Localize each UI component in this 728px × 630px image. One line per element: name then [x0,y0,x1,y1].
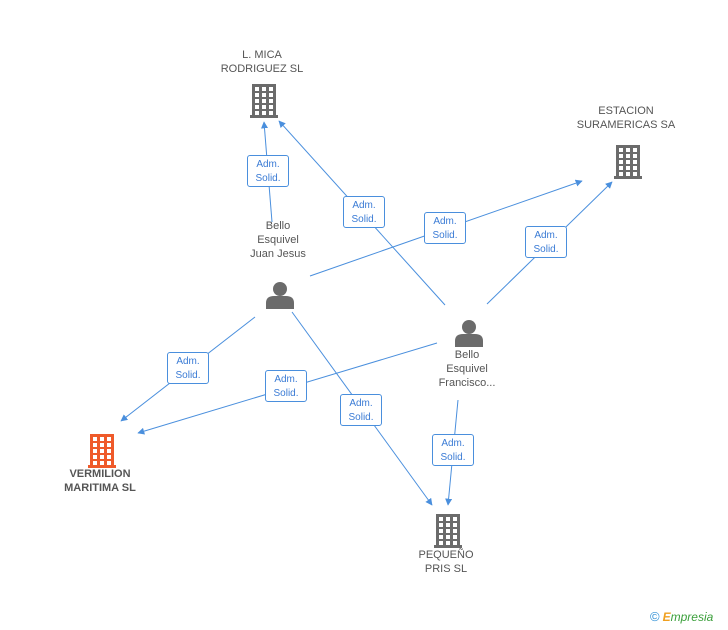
brand-name: mpresia [670,610,714,624]
estacion-label[interactable]: ESTACION SURAMERICAS SA [566,104,686,132]
edge-label-line: Adm. [176,356,200,367]
edge-label-line: Solid. [175,370,201,381]
edge-label-line: Adm. [441,438,465,449]
mica-label-line: RODRIGUEZ SL [220,63,304,75]
edge-label-line: Adm. [256,159,280,170]
edge-label-francisco-to-vermilion[interactable]: Adm. Solid. [265,370,307,402]
edge-label-juan-to-pequeno[interactable]: Adm. Solid. [340,394,382,426]
estacion-label-line: SURAMERICAS SA [576,119,676,131]
edge-label-line: Solid. [351,214,377,225]
edge-label-line: Solid. [348,412,374,423]
juan-label-line: Bello [265,220,291,232]
vermilion-label-line: MARITIMA SL [64,482,136,494]
edge-label-francisco-to-estacion[interactable]: Adm. Solid. [525,226,567,258]
edge-label-juan-to-estacion[interactable]: Adm. Solid. [424,212,466,244]
pequeno-label-line: PRIS SL [424,563,468,575]
estacion-label-line: ESTACION [598,105,654,117]
brand-initial: E [662,610,671,624]
footer-credit: ©Empresia [650,609,713,624]
edge-label-line: Solid. [432,230,458,241]
francisco-label-line: Esquivel [446,363,488,375]
edge-label-francisco-to-pequeno[interactable]: Adm. Solid. [432,434,474,466]
vermilion-label[interactable]: VERMILION MARITIMA SL [45,467,155,495]
edge-label-line: Solid. [533,244,559,255]
juan-person-icon[interactable] [266,282,294,309]
pequeno-label[interactable]: PEQUEÑO PRIS SL [401,548,491,576]
estacion-building-icon[interactable] [614,145,642,179]
juan-label-line: Esquivel [257,234,299,246]
vermilion-label-line: VERMILION [69,468,131,480]
copyright-symbol: © [650,609,660,624]
edge-label-francisco-to-mica[interactable]: Adm. Solid. [343,196,385,228]
edge-label-juan-to-vermilion[interactable]: Adm. Solid. [167,352,209,384]
edge-label-line: Adm. [274,374,298,385]
edge-label-line: Adm. [349,398,373,409]
mica-label-line: L. MICA [242,49,282,61]
edge-label-line: Adm. [433,216,457,227]
mica-building-icon[interactable] [250,84,278,118]
vermilion-building-icon[interactable] [88,434,116,468]
edge-label-line: Adm. [352,200,376,211]
edge-label-line: Solid. [273,388,299,399]
francisco-person-icon[interactable] [455,320,483,347]
pequeno-building-icon[interactable] [434,514,462,548]
mica-label[interactable]: L. MICA RODRIGUEZ SL [207,48,317,76]
francisco-label-line: Bello [454,349,480,361]
edge-label-line: Adm. [534,230,558,241]
edge-label-line: Solid. [440,452,466,463]
pequeno-label-line: PEQUEÑO [418,549,474,561]
francisco-label-line: Francisco... [438,377,496,389]
juan-label-line: Juan Jesus [250,248,306,260]
edge-label-line: Solid. [255,173,281,184]
edge-label-juan-to-mica[interactable]: Adm. Solid. [247,155,289,187]
